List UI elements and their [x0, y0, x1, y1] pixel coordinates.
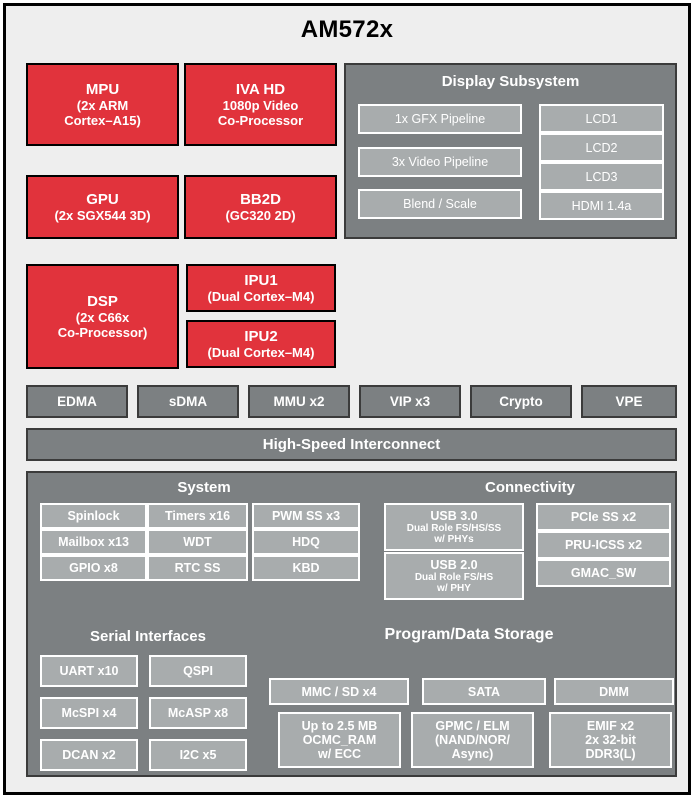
system-section-title: System — [177, 479, 231, 496]
storage-line1: EMIF x2 — [586, 719, 635, 733]
serial-block-i2c[interactable]: I2C x5 — [149, 739, 247, 771]
dma-block-mmu[interactable]: MMU x2 — [248, 385, 350, 418]
storage-line2: 2x 32-bit — [585, 733, 636, 747]
core-block-ipu1[interactable]: IPU1 (Dual Cortex–M4) — [186, 264, 336, 312]
usb-sub1: Dual Role FS/HS — [414, 571, 494, 583]
system-block-gpio[interactable]: GPIO x8 — [40, 555, 147, 581]
display-pipeline-video[interactable]: 3x Video Pipeline — [358, 147, 522, 177]
core-block-iva-hd[interactable]: IVA HD 1080p Video Co-Processor — [184, 63, 337, 146]
storage-block-mmc-sd[interactable]: MMC / SD x4 — [269, 678, 409, 705]
storage-line1: GPMC / ELM — [435, 719, 510, 733]
usb-sub2: w/ PHY — [437, 583, 471, 594]
core-detail-line1: 1080p Video — [222, 98, 299, 114]
core-detail-line1: (GC320 2D) — [225, 208, 296, 224]
page-title: AM572x — [300, 16, 394, 43]
core-block-mpu[interactable]: MPU (2x ARM Cortex–A15) — [26, 63, 179, 146]
serial-block-mcspi[interactable]: McSPI x4 — [40, 697, 138, 729]
connectivity-section-title: Connectivity — [484, 479, 575, 496]
core-detail-line1: (Dual Cortex–M4) — [207, 345, 315, 361]
core-name: GPU — [86, 190, 119, 208]
storage-block-gpmc-elm[interactable]: GPMC / ELM (NAND/NOR/ Async) — [411, 712, 534, 768]
core-detail-line1: (2x C66x — [75, 310, 130, 326]
storage-block-sata[interactable]: SATA — [422, 678, 546, 705]
core-name: IVA HD — [235, 80, 286, 98]
core-name: BB2D — [240, 190, 281, 208]
storage-block-ocmc-ram[interactable]: Up to 2.5 MB OCMC_RAM w/ ECC — [278, 712, 401, 768]
display-pipeline-gfx[interactable]: 1x GFX Pipeline — [358, 104, 522, 134]
connectivity-block-gmac-sw[interactable]: GMAC_SW — [536, 559, 671, 587]
core-block-bb2d[interactable]: BB2D (GC320 2D) — [184, 175, 337, 239]
storage-section-title: Program/Data Storage — [384, 626, 554, 643]
core-detail-line1: (Dual Cortex–M4) — [207, 289, 315, 305]
core-detail-line1: (2x ARM — [76, 98, 129, 114]
system-block-timers[interactable]: Timers x16 — [147, 503, 248, 529]
display-output-lcd1[interactable]: LCD1 — [539, 104, 664, 133]
storage-line3: DDR3(L) — [585, 747, 636, 761]
display-output-lcd3[interactable]: LCD3 — [539, 162, 664, 191]
core-detail-line2: Co-Processor) — [57, 325, 148, 341]
core-detail-line2: Co-Processor — [217, 113, 304, 129]
core-detail-line2: Cortex–A15) — [64, 113, 141, 129]
system-block-wdt[interactable]: WDT — [147, 529, 248, 555]
core-name: IPU2 — [244, 327, 278, 345]
connectivity-block-usb20[interactable]: USB 2.0 Dual Role FS/HS w/ PHY — [384, 552, 524, 600]
connectivity-block-pcie[interactable]: PCIe SS x2 — [536, 503, 671, 531]
connectivity-block-pru-icss[interactable]: PRU-ICSS x2 — [536, 531, 671, 559]
system-block-rtc[interactable]: RTC SS — [147, 555, 248, 581]
chip-diagram-frame: AM572x MPU (2x ARM Cortex–A15) IVA HD 10… — [3, 3, 691, 795]
serial-block-dcan[interactable]: DCAN x2 — [40, 739, 138, 771]
dma-block-vpe[interactable]: VPE — [581, 385, 677, 418]
system-block-hdq[interactable]: HDQ — [252, 529, 360, 555]
serial-block-qspi[interactable]: QSPI — [149, 655, 247, 687]
usb-sub1: Dual Role FS/HS/SS — [406, 522, 502, 534]
usb-name: USB 2.0 — [430, 557, 478, 572]
display-subsystem-title: Display Subsystem — [441, 73, 580, 90]
core-block-ipu2[interactable]: IPU2 (Dual Cortex–M4) — [186, 320, 336, 368]
dma-block-edma[interactable]: EDMA — [26, 385, 128, 418]
system-block-spinlock[interactable]: Spinlock — [40, 503, 147, 529]
system-block-mailbox[interactable]: Mailbox x13 — [40, 529, 147, 555]
core-name: IPU1 — [244, 271, 278, 289]
storage-line3: w/ ECC — [317, 747, 362, 761]
serial-interfaces-section-title: Serial Interfaces — [90, 628, 206, 645]
storage-line2: OCMC_RAM — [302, 733, 377, 747]
usb-name: USB 3.0 — [430, 508, 478, 523]
storage-block-emif[interactable]: EMIF x2 2x 32-bit DDR3(L) — [549, 712, 672, 768]
dma-block-vip[interactable]: VIP x3 — [359, 385, 461, 418]
dma-block-crypto[interactable]: Crypto — [470, 385, 572, 418]
usb-sub2: w/ PHYs — [434, 534, 474, 545]
display-blend-scale[interactable]: Blend / Scale — [358, 189, 522, 219]
core-block-gpu[interactable]: GPU (2x SGX544 3D) — [26, 175, 179, 239]
serial-block-uart[interactable]: UART x10 — [40, 655, 138, 687]
serial-block-mcasp[interactable]: McASP x8 — [149, 697, 247, 729]
core-name: DSP — [87, 292, 118, 310]
core-name: MPU — [85, 80, 120, 98]
display-output-hdmi[interactable]: HDMI 1.4a — [539, 191, 664, 220]
system-block-kbd[interactable]: KBD — [252, 555, 360, 581]
core-detail-line1: (2x SGX544 3D) — [54, 208, 151, 224]
display-output-lcd2[interactable]: LCD2 — [539, 133, 664, 162]
connectivity-block-usb30[interactable]: USB 3.0 Dual Role FS/HS/SS w/ PHYs — [384, 503, 524, 551]
core-block-dsp[interactable]: DSP (2x C66x Co-Processor) — [26, 264, 179, 369]
storage-line2: (NAND/NOR/ — [435, 733, 510, 747]
dma-block-sdma[interactable]: sDMA — [137, 385, 239, 418]
system-block-pwm[interactable]: PWM SS x3 — [252, 503, 360, 529]
storage-block-dmm[interactable]: DMM — [554, 678, 674, 705]
storage-line3: Async) — [451, 747, 494, 761]
storage-line1: Up to 2.5 MB — [301, 719, 378, 733]
high-speed-interconnect-bar[interactable]: High-Speed Interconnect — [26, 428, 677, 461]
